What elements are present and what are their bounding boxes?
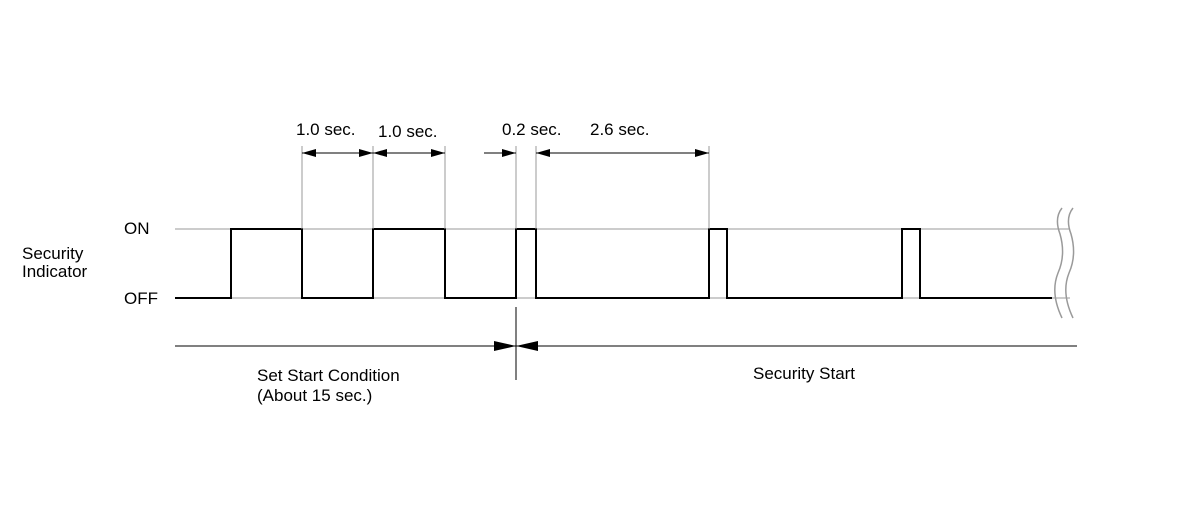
interval-duration-label: 2.6 sec.: [590, 120, 650, 139]
dimension-gap1: [373, 149, 445, 157]
set-start-condition-label: Set Start Condition: [257, 366, 400, 385]
signal-name-line2: Indicator: [22, 262, 88, 281]
waveform-break-mark-left: [1054, 207, 1064, 319]
set-start-duration-label: (About 15 sec.): [257, 386, 372, 405]
waveform-break-mark-right: [1065, 207, 1075, 319]
on-level-label: ON: [124, 219, 150, 238]
dimension-interval: [536, 149, 709, 157]
security-start-label: Security Start: [753, 364, 855, 383]
gap1-duration-label: 1.0 sec.: [378, 122, 438, 141]
security-start-phase-arrow: [516, 341, 1077, 351]
set-start-phase-arrow: [175, 341, 516, 351]
timing-extension-lines: [301, 146, 710, 229]
security-indicator-waveform: [175, 228, 1052, 299]
off-level-label: OFF: [124, 289, 158, 308]
short-pulse-duration-label: 0.2 sec.: [502, 120, 562, 139]
pulse1-duration-label: 1.0 sec.: [296, 120, 356, 139]
dimension-pulse1: [302, 149, 373, 157]
signal-name-line1: Security: [22, 244, 84, 263]
